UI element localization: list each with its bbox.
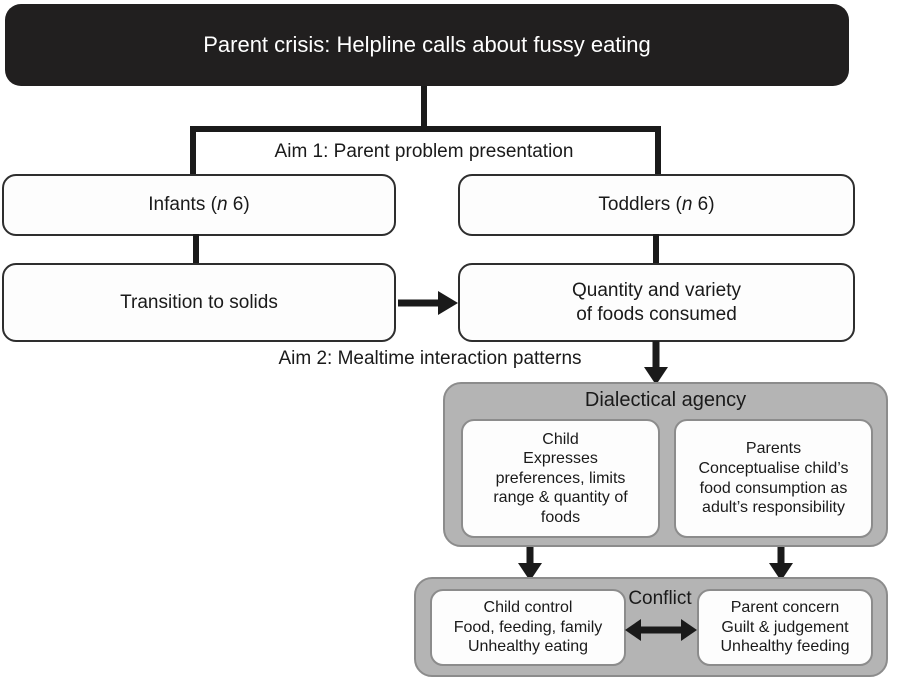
child-agency-line-4: range & quantity of (493, 489, 628, 507)
toddlers-label: Toddlers (n 6) (598, 193, 714, 216)
quantity-line-1: Quantity and variety (572, 280, 741, 302)
parents-agency-line-1: Parents (745, 440, 802, 458)
connector-infants-to-transition (193, 234, 199, 265)
connector-bracket-left-drop (190, 126, 196, 176)
child-control-line-2: Food, feeding, family (453, 618, 603, 636)
infants-suffix: 6) (227, 194, 250, 216)
aim-1-label: Aim 1: Parent problem presentation (274, 141, 574, 162)
connector-toddlers-to-quantity (653, 234, 659, 265)
arrow-parents-to-parent-concern (769, 547, 793, 581)
child-agency-line-1: Child (542, 430, 579, 448)
parent-concern-box: Parent concern Guilt & judgement Unhealt… (697, 589, 873, 666)
quantity-line-2: of foods consumed (576, 303, 737, 325)
child-control-line-1: Child control (483, 599, 573, 617)
child-control-box: Child control Food, feeding, family Unhe… (430, 589, 626, 666)
child-control-line-3: Unhealthy eating (467, 638, 589, 656)
connector-header-stem (421, 86, 427, 128)
conflict-label: Conflict (628, 588, 692, 609)
toddlers-n-italic: n (681, 194, 693, 216)
arrow-solids-to-quantity (398, 291, 458, 315)
connector-bracket-horizontal (190, 126, 661, 132)
toddlers-suffix: 6) (692, 194, 715, 216)
arrow-quantity-to-agency (644, 341, 668, 385)
parents-agency-line-4: adult’s responsibility (702, 499, 845, 517)
header-box: Parent crisis: Helpline calls about fuss… (5, 4, 849, 86)
infants-label: Infants (n 6) (148, 193, 249, 216)
parent-concern-line-1: Parent concern (730, 599, 840, 617)
quantity-variety-box: Quantity and variety of foods consumed (458, 263, 855, 342)
arrow-conflict-bidirectional (625, 619, 697, 641)
parents-agency-line-2: Conceptualise child’s (698, 459, 849, 477)
header-title: Parent crisis: Helpline calls about fuss… (203, 31, 651, 57)
child-agency-line-2: Expresses (523, 450, 598, 468)
parents-agency-line-3: food consumption as (699, 479, 848, 497)
aim-2-label: Aim 2: Mealtime interaction patterns (278, 348, 582, 369)
infants-n-italic: n (216, 194, 228, 216)
toddlers-box: Toddlers (n 6) (458, 174, 855, 236)
arrow-child-to-child-control (518, 547, 542, 581)
dialectical-agency-title: Dialectical agency (584, 389, 747, 411)
transition-to-solids-box: Transition to solids (2, 263, 396, 342)
child-agency-line-3: preferences, limits (495, 469, 626, 487)
connector-bracket-right-drop (655, 126, 661, 176)
parent-concern-line-3: Unhealthy feeding (720, 638, 850, 656)
child-agency-box: Child Expresses preferences, limits rang… (461, 419, 660, 538)
parent-concern-line-2: Guilt & judgement (721, 618, 849, 636)
infants-prefix: Infants ( (148, 194, 217, 216)
quantity-variety-label: Quantity and variety of foods consumed (572, 279, 741, 325)
toddlers-prefix: Toddlers ( (598, 194, 682, 216)
infants-box: Infants (n 6) (2, 174, 396, 236)
transition-to-solids-label: Transition to solids (120, 291, 278, 313)
child-agency-line-5: foods (540, 508, 581, 526)
parents-agency-box: Parents Conceptualise child’s food consu… (674, 419, 873, 538)
